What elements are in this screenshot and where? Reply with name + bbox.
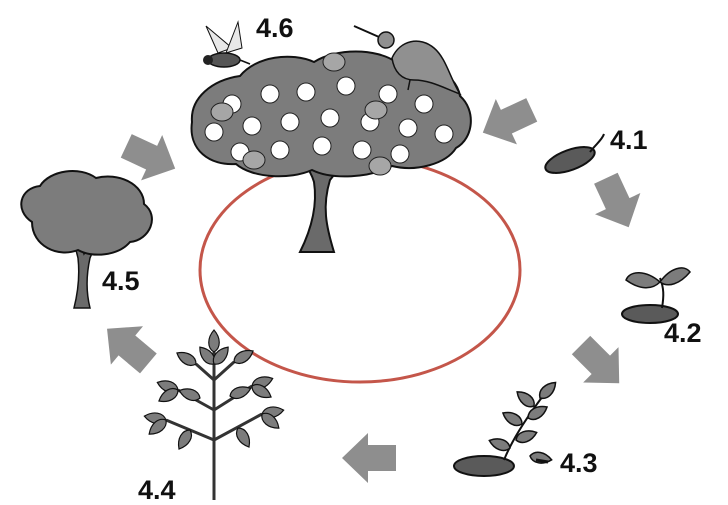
arrow-to-seed — [472, 87, 542, 155]
arrow-to-young-tree — [91, 310, 165, 383]
label-mature-tree: 4.6 — [256, 13, 294, 43]
arrow-to-seedling — [583, 168, 651, 238]
cycle-ring — [200, 158, 520, 382]
label-young-plant: 4.4 — [138, 475, 176, 505]
label-young-tree: 4.5 — [102, 266, 140, 296]
sapling-illustration — [454, 379, 559, 476]
arrow-to-young-plant — [342, 433, 396, 483]
label-seed: 4.1 — [610, 125, 648, 155]
bee-icon — [203, 22, 250, 67]
mature-tree-illustration — [192, 22, 471, 252]
label-seedling: 4.2 — [664, 318, 702, 348]
seedling-illustration — [622, 268, 690, 323]
label-sapling: 4.3 — [560, 448, 598, 478]
arrow-to-sapling — [563, 327, 637, 401]
seed-illustration — [542, 134, 604, 178]
